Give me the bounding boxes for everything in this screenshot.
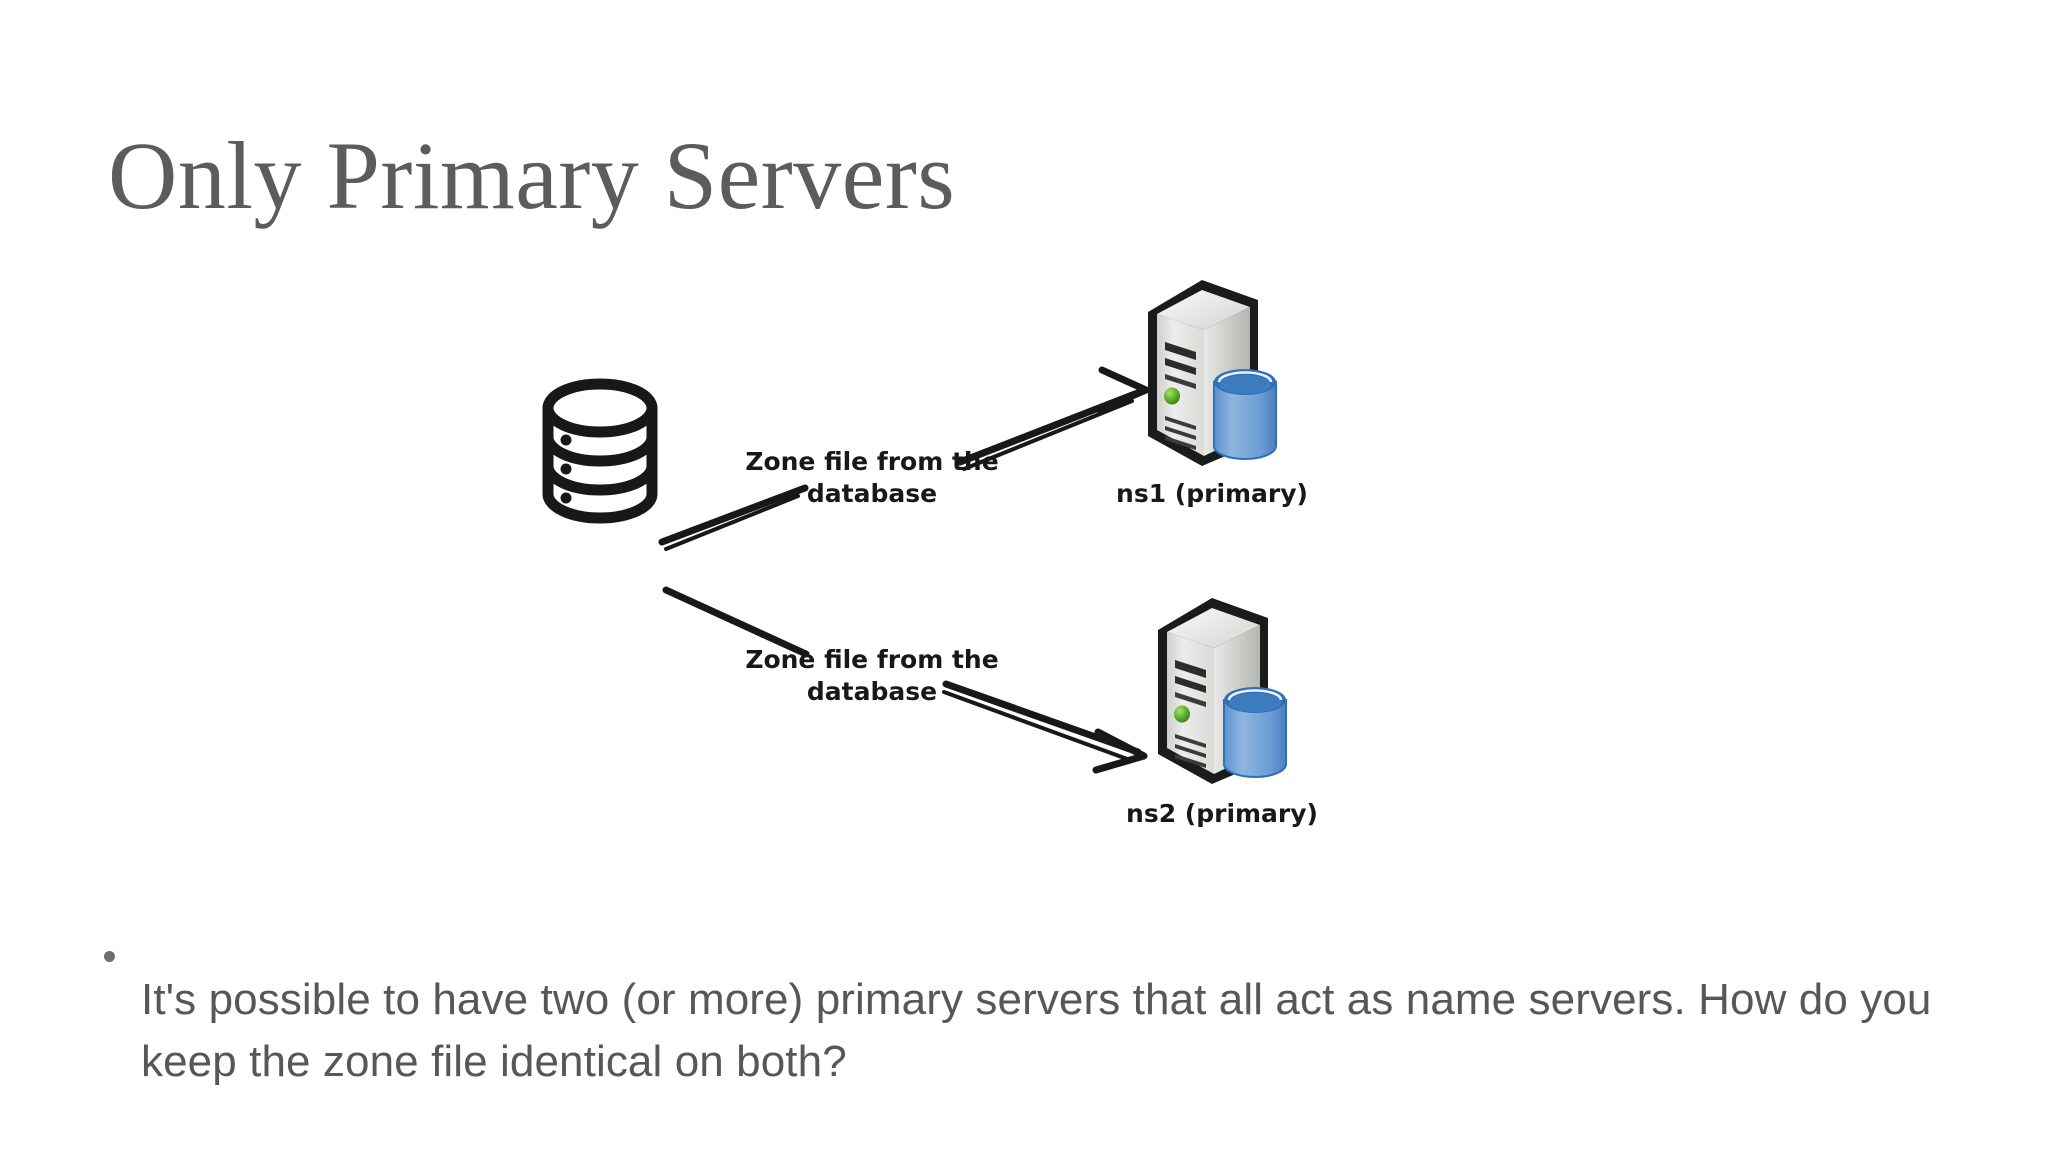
node-ns2: ns2 (primary) [1126,596,1318,828]
edge-top-arrow [658,366,1150,551]
edge-bottom-label-line1: Zone file from the [745,645,998,674]
edge-bottom-label-line2: database [807,677,937,706]
node-ns1: ns1 (primary) [1116,278,1308,508]
bullet-marker-icon [104,951,115,962]
edge-top-label-line2: database [807,479,937,508]
edge-bottom-arrow [662,586,1148,774]
page-title: Only Primary Servers [108,122,956,230]
edge-top-label-line1: Zone file from the [745,447,998,476]
bullet-item-text: It's possible to have two (or more) prim… [141,975,1932,1087]
bullet-list: It's possible to have two (or more) prim… [104,925,1934,1138]
node-ns2-label: ns2 (primary) [1126,799,1318,828]
edge-bottom-label: Zone file from the database [745,645,998,706]
database-cylinder-icon [542,378,658,524]
server-tower-database-icon [1156,596,1288,786]
edge-top-label: Zone file from the database [745,447,998,508]
node-ns1-label: ns1 (primary) [1116,479,1308,508]
diagram-container: Zone file from the database Zone file fr… [540,270,1340,850]
server-tower-database-icon [1146,278,1278,468]
